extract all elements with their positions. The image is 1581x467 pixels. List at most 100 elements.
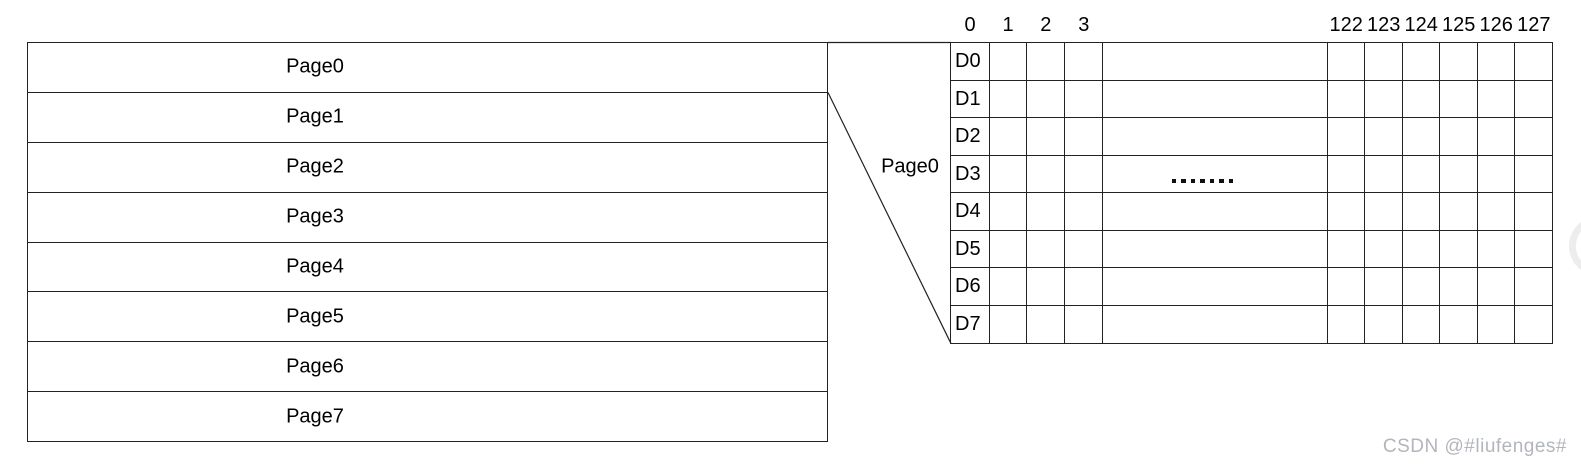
- ellipsis-dot: [1200, 178, 1205, 183]
- grid-cell: [1065, 268, 1103, 306]
- page-row-label: Page5: [286, 305, 344, 328]
- grid-cell: [1026, 80, 1066, 118]
- ellipsis-dot: [1171, 178, 1177, 183]
- grid-cell: [1515, 306, 1552, 344]
- grid-cell: [1065, 305, 1103, 343]
- grid-cell: [1065, 230, 1103, 268]
- grid-cell: [1515, 193, 1552, 231]
- grid-cell: D5: [951, 230, 990, 268]
- grid-cell: [1102, 80, 1328, 118]
- column-header: 122: [1329, 14, 1363, 36]
- grid-row-label: D2: [955, 125, 981, 148]
- page-row-label: Page3: [286, 205, 344, 228]
- grid-cell: [1065, 193, 1103, 231]
- page-row-label: Page7: [286, 405, 344, 428]
- watermark-text: CSDN @#liufenges#: [1382, 436, 1567, 457]
- grid-cell: [1102, 230, 1328, 268]
- grid-cell: [1365, 193, 1403, 231]
- grid-cell: [1477, 80, 1516, 118]
- column-header: 124: [1404, 14, 1438, 36]
- grid-cell: [1365, 230, 1403, 268]
- grid-cell: [1403, 305, 1441, 343]
- grid-cell: [1327, 193, 1366, 231]
- grid-cell: [1365, 268, 1403, 306]
- ellipsis-dot: [1190, 178, 1196, 183]
- page-row-label: Page4: [286, 255, 344, 278]
- grid-cell: [1103, 305, 1328, 343]
- grid-cell: D0: [951, 43, 990, 81]
- grid-cell: [1478, 305, 1516, 343]
- grid-cell: [1402, 193, 1441, 231]
- grid-cell: [1477, 193, 1516, 231]
- grid-cell: [1440, 305, 1478, 343]
- grid-cell: D6: [951, 268, 990, 306]
- grid-cell: [989, 80, 1027, 118]
- grid-cell: [1027, 305, 1066, 343]
- column-header: 3: [1078, 14, 1090, 36]
- column-header: 127: [1517, 14, 1551, 36]
- grid-cell: [989, 155, 1027, 193]
- grid-cell: [1515, 118, 1552, 156]
- page-table-row: Page1: [28, 93, 827, 143]
- page-row-label: Page0: [286, 55, 344, 78]
- grid-cell: [1477, 268, 1516, 306]
- grid-cell: [989, 43, 1027, 81]
- page-row-label: Page6: [286, 355, 344, 378]
- grid-row-label: D5: [955, 237, 981, 260]
- grid-cell: [1065, 155, 1103, 193]
- grid-cell: [1328, 305, 1366, 343]
- grid-row-label: D1: [955, 87, 981, 110]
- page-table-row: Page5: [28, 292, 827, 343]
- page-row-label: Page1: [286, 105, 344, 128]
- page-row-label: Page2: [286, 155, 344, 178]
- column-header: 2: [1040, 14, 1052, 36]
- grid-cell: [1365, 118, 1403, 156]
- grid-cell: [1365, 155, 1403, 193]
- ellipsis-dot: [1181, 178, 1186, 183]
- grid-cell: [1327, 43, 1366, 81]
- grid-cell: [1515, 43, 1552, 81]
- grid-cell: [1026, 230, 1066, 268]
- page-table-row: Page6: [28, 342, 827, 393]
- grid-cell: [1515, 268, 1552, 306]
- grid-cell: [1477, 230, 1516, 268]
- grid-cell: D3: [951, 155, 990, 193]
- grid-cell: D7: [951, 305, 990, 343]
- column-header: 0: [964, 14, 976, 36]
- grid-cell: [1065, 43, 1103, 81]
- grid-cell: [1402, 118, 1441, 156]
- grid-row-label: D7: [955, 313, 981, 336]
- grid-cell: [989, 193, 1027, 231]
- grid-cell: [1065, 118, 1103, 156]
- grid-cell: [1402, 268, 1441, 306]
- grid-cell: [1026, 155, 1066, 193]
- grid-cell: [1402, 80, 1441, 118]
- grid-cell: [1365, 80, 1403, 118]
- grid-cell: [1365, 43, 1403, 81]
- grid-cell: [1102, 155, 1328, 193]
- grid-cell: D1: [951, 80, 990, 118]
- grid-row-label: D4: [955, 200, 981, 223]
- grid-cell: D4: [951, 193, 990, 231]
- grid-cell: [1440, 43, 1478, 81]
- page-table-row: Page4: [28, 243, 827, 293]
- grid-cell: [1327, 118, 1366, 156]
- connector-diagonal-line: [827, 92, 952, 344]
- grid-cell: D2: [951, 118, 990, 156]
- grid-cell: [989, 118, 1027, 156]
- grid-row-label: D3: [955, 162, 981, 185]
- page-table-row: Page2: [28, 143, 827, 193]
- grid-cell: [1327, 80, 1366, 118]
- grid-cell: [1440, 193, 1478, 231]
- grid-cell: [1515, 81, 1552, 118]
- grid-cell: [1440, 80, 1478, 118]
- grid-cell: [1102, 118, 1328, 156]
- grid-cell: [1477, 155, 1516, 193]
- grid-cell: [990, 305, 1027, 343]
- column-header: 1: [1002, 14, 1014, 36]
- callout-page0-label: Page0: [881, 155, 939, 178]
- grid-cell: [1026, 193, 1066, 231]
